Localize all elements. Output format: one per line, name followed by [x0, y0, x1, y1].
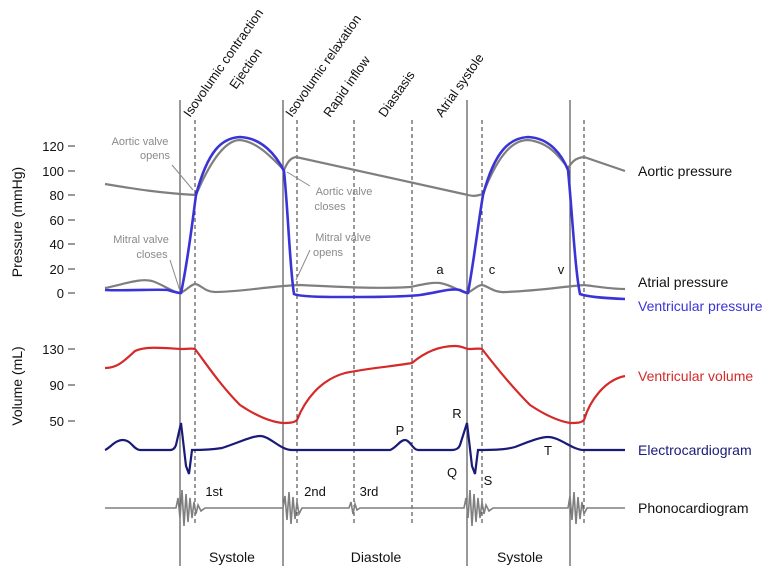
- systole-label: Systole: [497, 549, 543, 565]
- volume-tick: 130: [42, 342, 64, 357]
- wave-label-T: T: [544, 443, 552, 458]
- heart-sound-label: 1st: [205, 484, 223, 499]
- phonocardiogram-label: Phonocardiogram: [638, 500, 749, 516]
- diastole-label: Diastole: [351, 549, 402, 565]
- volume-axis-label: Volume (mL): [9, 346, 25, 425]
- pressure-tick: 100: [42, 164, 64, 179]
- valve-annotations: Aortic valve opens Aortic valve closes M…: [112, 136, 373, 261]
- pressure-axis-label: Pressure (mmHg): [9, 167, 25, 277]
- pressure-tick: 20: [50, 262, 64, 277]
- aortic-valve-opens-label: Aortic valve: [112, 136, 169, 148]
- wave-label-Q: Q: [447, 465, 457, 480]
- phonocardiogram-trace: [105, 489, 625, 527]
- aortic-pressure-label: Aortic pressure: [638, 163, 732, 179]
- volume-tick: 50: [50, 414, 64, 429]
- wave-label-S: S: [484, 473, 493, 488]
- annotation-leaders: [169, 164, 311, 292]
- pressure-tick: 80: [50, 188, 64, 203]
- volume-tick: 90: [50, 378, 64, 393]
- wave-label-a: a: [436, 262, 444, 277]
- ventricular-pressure-label: Ventricular pressure: [638, 298, 763, 314]
- mitral-valve-closes-label: closes: [136, 249, 168, 261]
- ventricular-volume-trace: [104, 344, 626, 425]
- pressure-tick: 0: [57, 286, 64, 301]
- pressure-tick: 40: [50, 237, 64, 252]
- wave-label-R: R: [452, 406, 461, 421]
- aortic-valve-opens-label: opens: [140, 150, 170, 162]
- aortic-pressure-trace: [104, 138, 626, 197]
- phase-labels: Isovolumic contraction Ejection Isovolum…: [180, 6, 487, 120]
- wave-labels: a c v P R Q S T: [396, 262, 565, 488]
- heart-sound-label: 3rd: [360, 484, 379, 499]
- electrocardiogram-label: Electrocardiogram: [638, 442, 752, 458]
- pressure-tick: 60: [50, 213, 64, 228]
- mitral-valve-closes-label: Mitral valve: [113, 234, 169, 246]
- pressure-tick: 120: [42, 139, 64, 154]
- atrial-pressure-label: Atrial pressure: [638, 274, 728, 290]
- ventricular-volume-label: Ventricular volume: [638, 368, 753, 384]
- systole-label: Systole: [209, 549, 255, 565]
- volume-axis: Volume (mL) 130 90 50: [9, 342, 75, 429]
- aortic-valve-closes-label: Aortic valve: [316, 186, 373, 198]
- wave-label-c: c: [489, 262, 496, 277]
- heart-sound-label: 2nd: [304, 484, 326, 499]
- electrocardiogram-trace: [104, 422, 625, 475]
- wave-label-P: P: [396, 423, 405, 438]
- phase-label: Diastasis: [375, 68, 418, 120]
- aortic-valve-closes-label: closes: [314, 201, 346, 213]
- pressure-axis: Pressure (mmHg) 120 100 80 60 40 20 0: [9, 139, 75, 301]
- mitral-valve-opens-label: Mitral valve: [315, 232, 371, 244]
- phase-lines-dashed: [194, 120, 585, 525]
- cycle-labels: Systole Diastole Systole: [209, 549, 543, 565]
- phase-label: Atrial systole: [432, 51, 487, 120]
- heart-sound-labels: 1st 2nd 3rd: [205, 484, 378, 499]
- ventricular-pressure-trace: [104, 135, 626, 301]
- trace-labels: Aortic pressure Atrial pressure Ventricu…: [638, 163, 763, 516]
- wave-label-v: v: [558, 262, 565, 277]
- mitral-valve-opens-label: opens: [313, 247, 343, 259]
